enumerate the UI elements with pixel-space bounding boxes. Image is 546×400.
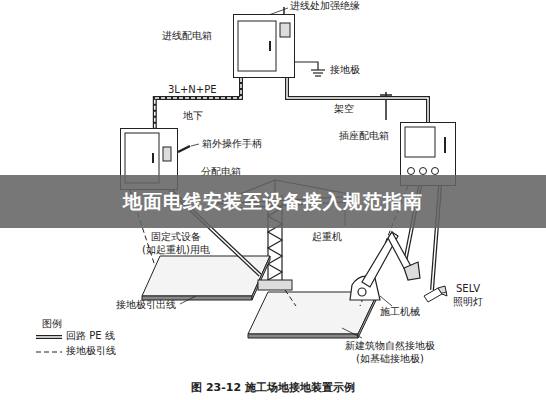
cabinet-detail	[125, 133, 159, 183]
annotation-label: 固定式设备 (如起重机)用电	[128, 231, 224, 256]
earth-electrode-symbol	[315, 75, 321, 76]
earth-electrode-symbol	[313, 72, 323, 73]
construction-machine	[350, 232, 420, 300]
title-banner: 地面电线安装至设备接入规范指南	[0, 175, 546, 228]
leader-line	[180, 292, 447, 338]
cabinet-detail	[283, 7, 285, 15]
legend	[36, 337, 62, 352]
legend-sample	[36, 336, 62, 338]
annotation-label: 图例	[42, 318, 62, 331]
annotation-label: 新建筑物自然接地极 (如基础接地极)	[320, 340, 460, 365]
cabinet-detail	[163, 147, 171, 161]
cabinet-detail	[280, 23, 290, 37]
cabinet-detail	[405, 127, 435, 157]
construction-machine	[358, 288, 366, 296]
legend-sample	[36, 352, 62, 353]
figure-caption: 图 23-12 施工场地接地装置示例	[0, 380, 546, 395]
crane-base	[258, 280, 292, 290]
annotation-label: 箱外操作手柄	[202, 138, 262, 151]
annotation-label: 接地极引出线	[116, 299, 176, 312]
construction-machine	[404, 262, 420, 280]
leader-line	[442, 292, 447, 293]
cable-connector	[155, 78, 241, 128]
crane-base	[258, 280, 292, 290]
foundation-earth-plate	[248, 334, 358, 338]
earth-electrode-symbol	[295, 62, 325, 76]
box-heading: 进线配电箱	[162, 29, 212, 43]
edge-label: 架空	[334, 103, 354, 116]
distribution-box: 进线配电箱	[233, 14, 295, 78]
cabinet-detail	[234, 15, 296, 79]
cabinet-detail	[408, 168, 415, 175]
annotation-label: 接地极	[330, 64, 360, 77]
external-handle	[178, 144, 199, 152]
annotation-label: 地下	[183, 110, 203, 123]
leader-line	[180, 296, 196, 304]
legend-text: 回路 PE 线	[66, 330, 115, 343]
annotation-label: 起重机	[312, 231, 342, 244]
overhead-pole	[380, 94, 392, 96]
leader-line	[342, 328, 362, 338]
external-handle	[191, 144, 199, 146]
cable-core	[287, 78, 428, 122]
selv-lamp	[424, 286, 447, 302]
cabinet-detail	[432, 168, 439, 175]
earth-plate	[142, 256, 270, 296]
cable-connector	[287, 78, 428, 122]
edge-label: 3L+N+PE	[168, 84, 217, 97]
leader-line	[380, 296, 392, 306]
selv-lamp	[438, 286, 447, 296]
legend-text: 接地极引线	[66, 345, 116, 358]
box-heading: 插座配电箱	[339, 129, 389, 143]
earth-lead	[285, 290, 296, 306]
cabinet-detail	[420, 168, 427, 175]
legend-sample	[36, 335, 62, 339]
cabinet-detail	[269, 41, 271, 51]
earth-electrode-symbol	[295, 62, 318, 70]
external-handle	[178, 146, 190, 152]
annotation-label: 施工机械	[380, 306, 420, 319]
cabinet-detail	[444, 137, 446, 153]
title: 地面电线安装至设备接入规范指南	[123, 189, 423, 215]
earth-electrode-symbol	[311, 69, 325, 70]
earth-plate	[142, 256, 270, 300]
annotation-label: 进线处加强绝缘	[290, 0, 360, 13]
cabinet-detail	[238, 21, 276, 71]
annotation-label: SELV 照明灯	[448, 283, 488, 308]
cable-core	[155, 78, 241, 128]
cabinet-detail	[152, 153, 154, 163]
